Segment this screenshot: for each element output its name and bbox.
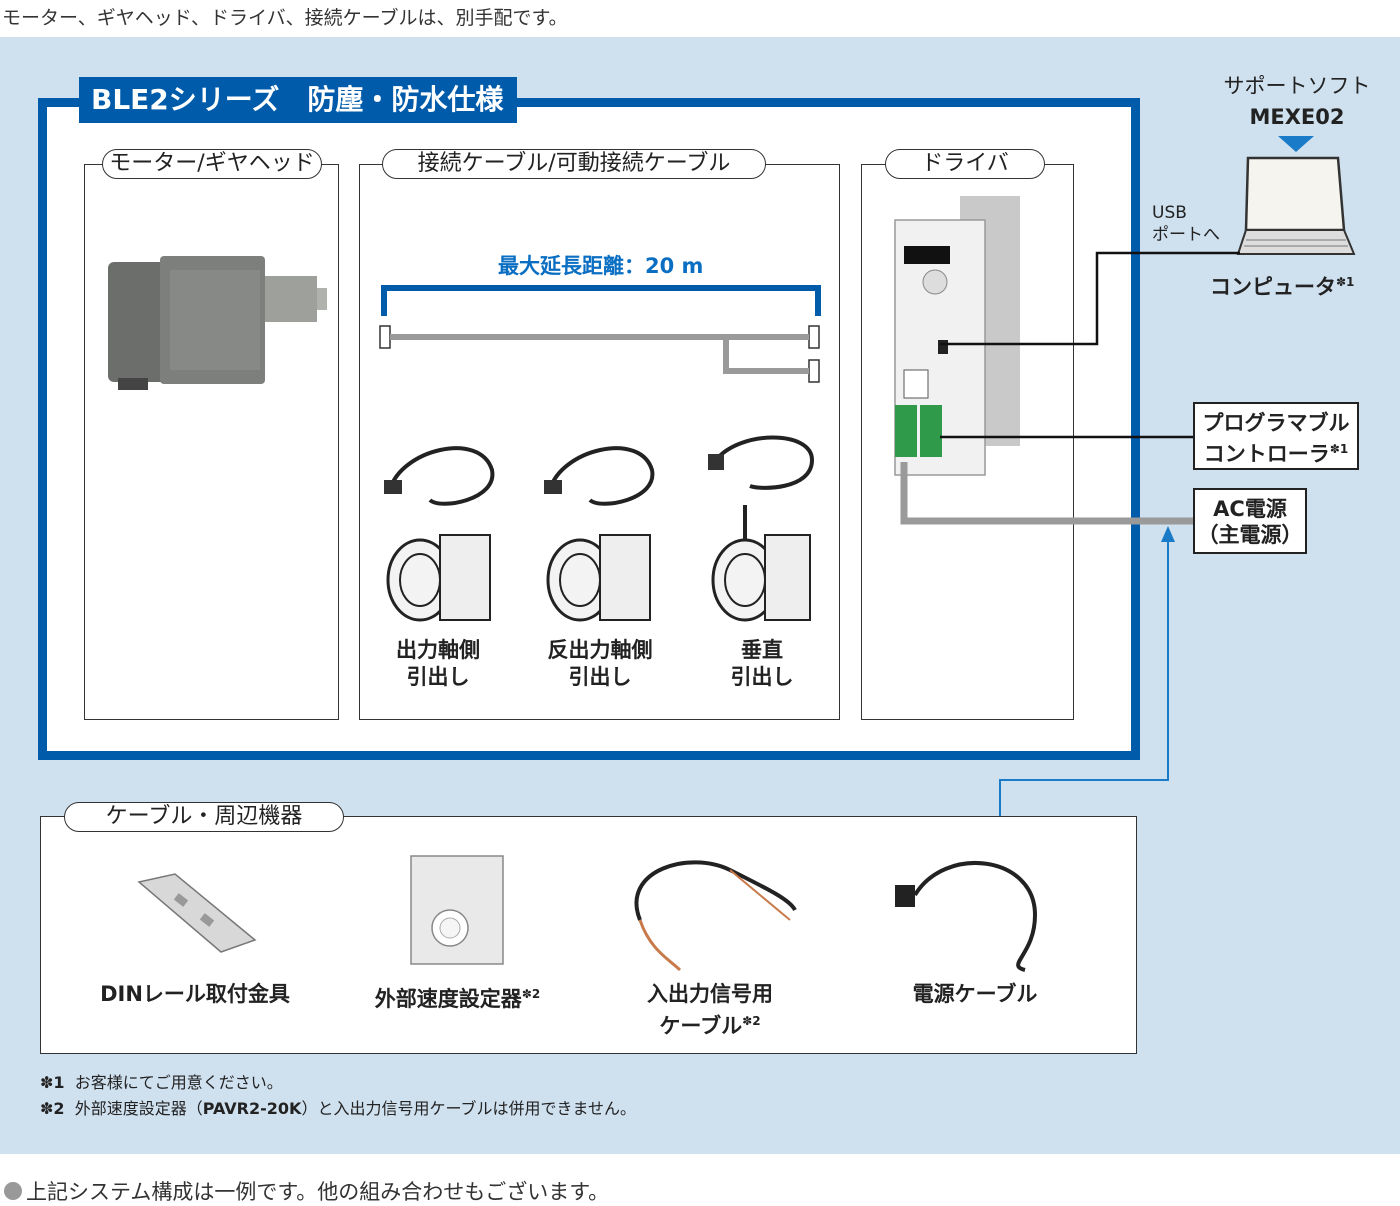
motor-section-title: モーター/ギヤヘッド <box>102 149 322 179</box>
ac-power-box: AC電源（主電源） <box>1193 488 1307 554</box>
cable-opposite-side-image <box>544 446 655 622</box>
bullet-icon <box>4 1182 22 1200</box>
cable-type-label: 出力軸側引出し <box>396 638 480 689</box>
peripheral-label: 電源ケーブル <box>912 982 1038 1006</box>
plc-box: プログラマブルコントローラ✽1 <box>1193 402 1359 470</box>
cable-box <box>359 164 840 720</box>
footnote-2: ✽2 外部速度設定器（PAVR2-20K）と入出力信号用ケーブルは併用できません… <box>40 1099 636 1118</box>
down-arrow-icon <box>1278 136 1314 152</box>
peripherals-section-title: ケーブル・周辺機器 <box>64 802 344 832</box>
driver-section-title: ドライバ <box>885 149 1045 179</box>
cable-type-label: 垂直引出し <box>730 638 794 689</box>
series-title: BLE2シリーズ 防塵・防水仕様 <box>79 77 517 123</box>
speed-setter-image <box>410 855 504 965</box>
peripheral-label: 入出力信号用ケーブル✽2 <box>647 982 773 1038</box>
cable-section-title: 接続ケーブル/可動接続ケーブル <box>382 149 766 179</box>
peripheral-label: 外部速度設定器✽2 <box>374 987 541 1011</box>
cable-type-label: 反出力軸側引出し <box>547 638 653 689</box>
footnote-1: ✽1 お客様にてご用意ください。 <box>40 1073 283 1092</box>
header-note: モーター、ギヤヘッド、ドライバ、接続ケーブルは、別手配です。 <box>2 7 568 29</box>
cable-vertical-image <box>708 435 815 622</box>
cable-output-side-image <box>384 446 495 622</box>
motor-gearhead-image <box>108 256 327 390</box>
cable-length-diagram <box>379 285 821 383</box>
max-length-label: 最大延長距離：20 m <box>498 254 704 278</box>
computer-label: コンピュータ✽1 <box>1210 275 1355 299</box>
io-signal-cable-image <box>634 860 797 972</box>
bottom-note: 上記システム構成は一例です。他の組み合わせもございます。 <box>4 1176 609 1206</box>
power-cable-image <box>895 861 1038 972</box>
driver-image <box>894 196 1020 476</box>
software-name: MEXE02 <box>1249 105 1345 129</box>
peripheral-label: DINレール取付金具 <box>100 982 290 1006</box>
computer-image <box>1236 156 1356 255</box>
din-rail-bracket-image <box>137 873 257 953</box>
software-label: サポートソフト <box>1223 74 1371 98</box>
